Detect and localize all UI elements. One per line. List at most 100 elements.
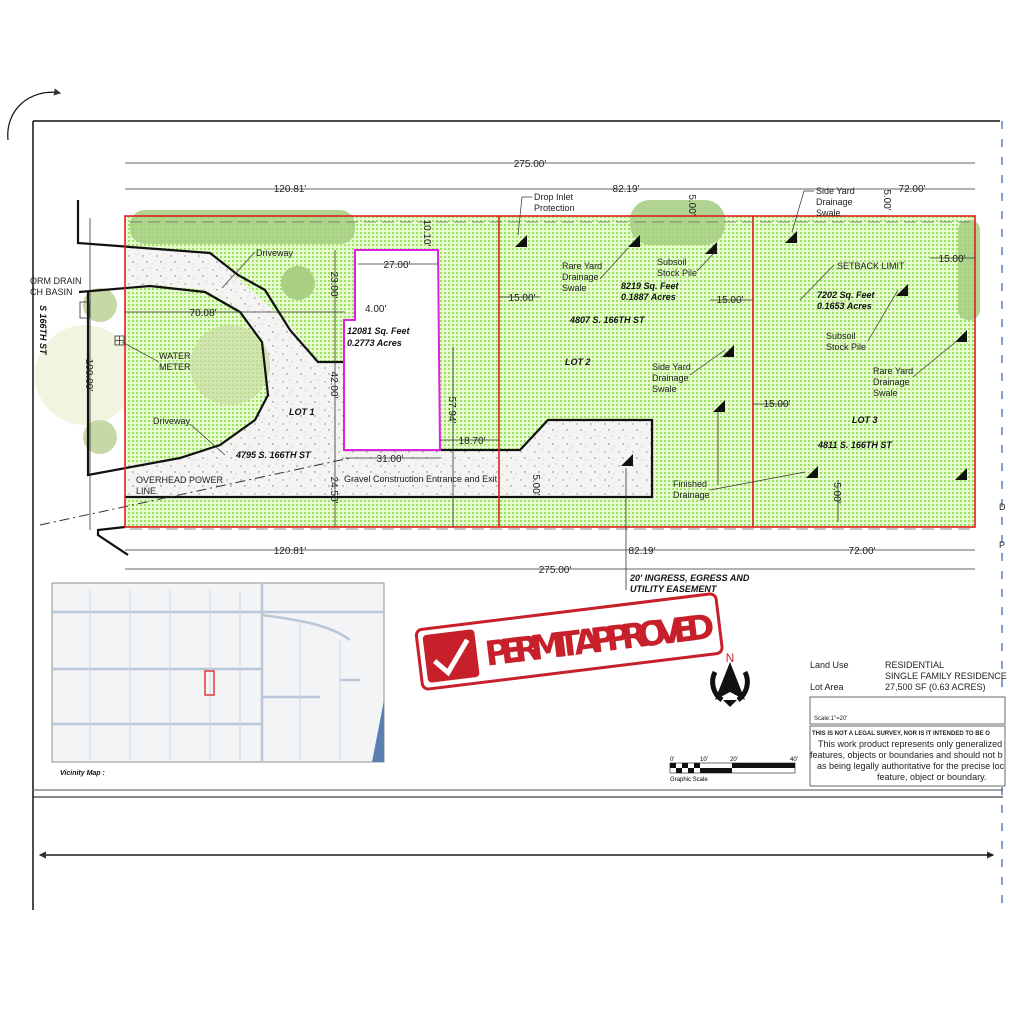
vicinity-map-label: Vicinity Map :	[60, 770, 105, 777]
scale-tick: 20'	[730, 757, 738, 763]
dim-lot3-right: 15.00'	[939, 254, 966, 265]
swale-label: Drainage	[652, 373, 689, 383]
hedge	[630, 200, 725, 245]
lot-area-label: Lot Area	[810, 682, 844, 692]
dim-house-jog: 4.00'	[365, 304, 386, 315]
power-line-label: OVERHEAD POWER	[136, 475, 224, 485]
swale-label: Drainage	[873, 377, 910, 387]
lot-name: LOT 3	[852, 415, 878, 425]
dim-lot3-top: 5.00'	[881, 189, 892, 210]
info-block: Land Use RESIDENTIAL SINGLE FAMILY RESID…	[809, 660, 1007, 787]
disclaimer-text: This work product represents only genera…	[818, 739, 1002, 749]
lot-name: LOT 1	[289, 407, 315, 417]
dim-gravel: 5.00'	[530, 474, 541, 495]
swale-label: Side Yard	[652, 362, 691, 372]
dim-lot3-bottom: 5.00'	[831, 482, 842, 503]
hedge	[958, 220, 980, 320]
lot-boundaries	[124, 215, 976, 528]
lot-area-value: 27,500 SF (0.63 ACRES)	[885, 682, 986, 692]
sheet-frame	[7, 88, 1003, 910]
edge-label: P	[999, 540, 1005, 550]
dim-house-bottom: 31.00'	[377, 454, 404, 465]
dim-lot2-bottom: 82.19'	[629, 546, 656, 557]
scale-tick: 0'	[670, 757, 674, 763]
catch-basin-label: CH BASIN	[30, 287, 73, 297]
dim-lot3-left: 15.00'	[764, 399, 791, 410]
vicinity-map: Vicinity Map :	[51, 582, 385, 777]
dim-total-top: 275.00'	[514, 159, 547, 170]
land-use-value: SINGLE FAMILY RESIDENCE	[885, 671, 1007, 681]
scale-tick: 10'	[700, 757, 708, 763]
lot-2-info: 8219 Sq. Feet 0.1887 Acres LOT 2 4807 S.…	[565, 281, 680, 367]
dimension-labels: 275.00' 120.81' 82.19' 72.00' 120.81' 82…	[83, 159, 966, 576]
disclaimer-text: features, objects or boundaries and shou…	[810, 750, 1003, 760]
scale-label: Graphic Scale	[670, 777, 708, 783]
subsoil-label: Subsoil	[826, 331, 856, 341]
dim-lot2-right: 15.00'	[717, 295, 744, 306]
edge-label: D	[999, 502, 1006, 512]
disclaimer-text: feature, object or boundary.	[877, 772, 986, 782]
north-arrow-icon: N	[710, 651, 750, 707]
subsoil-label: Stock Pile	[657, 268, 697, 278]
street-label: S 166TH ST	[38, 305, 48, 356]
swale-label: Rare Yard	[873, 366, 913, 376]
drawing-scale: Scale:1"=20'	[814, 716, 847, 722]
lot-area-acres: 0.2773 Acres	[347, 338, 402, 348]
swale-label: Rare Yard	[562, 261, 602, 271]
street-tree	[35, 288, 135, 454]
dim-lot2-top: 5.00'	[686, 194, 697, 215]
callout-labels: ORM DRAIN CH BASIN S 166TH ST WATER METE…	[30, 186, 913, 594]
dim-24: 24.50'	[328, 477, 339, 504]
dim-lot3-top: 72.00'	[899, 184, 926, 195]
lot-area-sf: 7202 Sq. Feet	[817, 290, 876, 300]
page-edge-mask	[1014, 121, 1024, 911]
tree	[190, 325, 270, 405]
easement-label: UTILITY EASEMENT	[630, 584, 718, 594]
easement-label: 20' INGRESS, EGRESS AND	[629, 573, 750, 583]
finished-drainage-label: Finished	[673, 479, 707, 489]
dim-front-setback: 10.10'	[421, 220, 432, 247]
dim-lot1-top: 120.81'	[274, 184, 307, 195]
swale-label: Side Yard	[816, 186, 855, 196]
dim-lot2-top: 82.19'	[613, 184, 640, 195]
lot-area-sf: 12081 Sq. Feet	[347, 326, 411, 336]
swale-label: Swale	[816, 208, 841, 218]
drop-inlet-label: Protection	[534, 203, 575, 213]
dim-lot1-bottom: 120.81'	[274, 546, 307, 557]
swale-label: Swale	[562, 283, 587, 293]
lot-area-acres: 0.1887 Acres	[621, 292, 676, 302]
lot-address: 4807 S. 166TH ST	[569, 315, 646, 325]
graphic-scale: 0' 10' 20' 40' Graphic Scale	[669, 757, 798, 783]
lot-3-info: 7202 Sq. Feet 0.1653 Acres LOT 3 4811 S.…	[817, 290, 893, 450]
north-label: N	[726, 651, 735, 665]
water-meter-icon	[79, 301, 125, 346]
land-use-value: RESIDENTIAL	[885, 660, 944, 670]
swale-label: Swale	[652, 384, 677, 394]
subsoil-label: Stock Pile	[826, 342, 866, 352]
rotate-arrow-icon	[7, 88, 62, 141]
dim-driveway-offset: 70.08'	[190, 308, 217, 319]
power-line-label: LINE	[136, 486, 156, 496]
lot-address: 4795 S. 166TH ST	[235, 450, 312, 460]
overhead-power-line	[39, 457, 351, 526]
dim-house-top: 27.00'	[384, 260, 411, 271]
drop-inlet-label: Drop Inlet	[534, 192, 574, 202]
disclaimer-heading: THIS IS NOT A LEGAL SURVEY, NOR IS IT IN…	[812, 731, 990, 737]
drainage-markers	[515, 231, 967, 480]
lot-1-info: 12081 Sq. Feet 0.2773 Acres LOT 1 4795 S…	[235, 326, 411, 460]
water-meter-label: WATER	[159, 351, 191, 361]
tree	[281, 266, 315, 300]
hedge	[130, 210, 355, 244]
swale-label: Drainage	[562, 272, 599, 282]
gravel-area	[125, 245, 652, 497]
water-meter-label: METER	[159, 362, 191, 372]
driveway-label: Driveway	[153, 416, 191, 426]
dim-lot2-left: 15.00'	[509, 293, 536, 304]
dim-23: 23.00'	[328, 272, 339, 299]
storm-drain-label: ORM DRAIN	[30, 276, 82, 286]
edge-labels: D P	[999, 502, 1006, 550]
disclaimer-text: as being legally authoritative for the p…	[817, 761, 1005, 771]
swale-label: Drainage	[816, 197, 853, 207]
driveway-label: Driveway	[256, 248, 294, 258]
